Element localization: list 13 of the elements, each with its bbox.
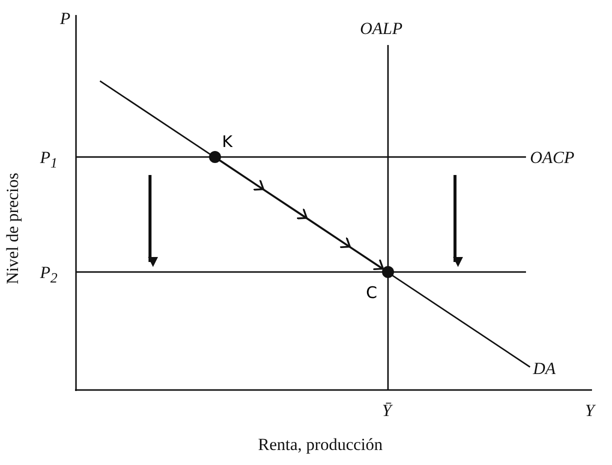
axis-label: Y: [585, 402, 594, 419]
point-label: K: [222, 134, 232, 150]
axis-title: Renta, producción: [258, 436, 383, 453]
axis-tick-label: Ȳ: [382, 402, 392, 419]
arrow: [220, 160, 384, 270]
axis-tick-label: P$_{1}$: [40, 149, 58, 171]
axis-title: Nivel de precios: [4, 172, 22, 284]
point-label: C: [366, 285, 378, 301]
curve-label: OACP: [530, 149, 574, 166]
curve-label: OALP: [360, 20, 402, 37]
axis-tick-label: P$_{2}$: [40, 264, 58, 286]
curve-label: DA: [533, 360, 556, 377]
axis-label: P: [60, 10, 70, 27]
